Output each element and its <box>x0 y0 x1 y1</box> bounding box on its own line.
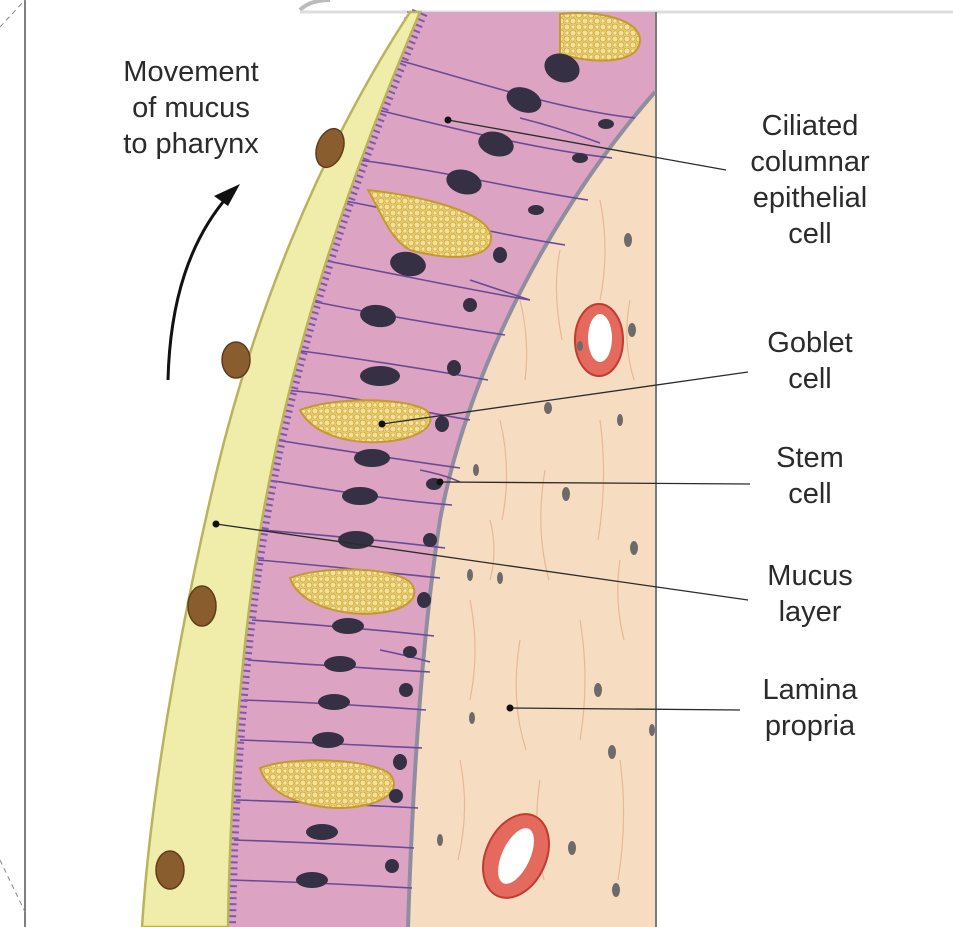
label-movement-of-mucus: Movement of mucus to pharynx <box>123 56 259 160</box>
basement-membrane <box>406 90 657 927</box>
movement-arrow-head <box>214 184 240 206</box>
label-ciliated-columnar-epithelial-cell: Ciliated columnar epithelial cell <box>750 110 870 250</box>
leader-lines <box>215 119 751 711</box>
frame-line <box>0 0 26 28</box>
blood-vessel <box>574 303 624 377</box>
label-mucus-layer: Mucus layer <box>767 560 853 628</box>
label-stem-cell: Stem cell <box>776 442 844 510</box>
goblet-cell <box>258 12 642 810</box>
frame-line <box>0 859 26 913</box>
movement-arrow <box>166 195 230 381</box>
mucus-layer <box>140 10 422 927</box>
leader-dots <box>212 116 514 712</box>
label-lamina-propria: Lamina propria <box>762 674 858 742</box>
frame-top-edge <box>298 0 331 12</box>
label-goblet-cell: Goblet cell <box>767 327 853 395</box>
trapped-particles <box>155 127 345 890</box>
epithelial-nuclei <box>296 53 614 888</box>
blood-vessel <box>482 813 550 899</box>
